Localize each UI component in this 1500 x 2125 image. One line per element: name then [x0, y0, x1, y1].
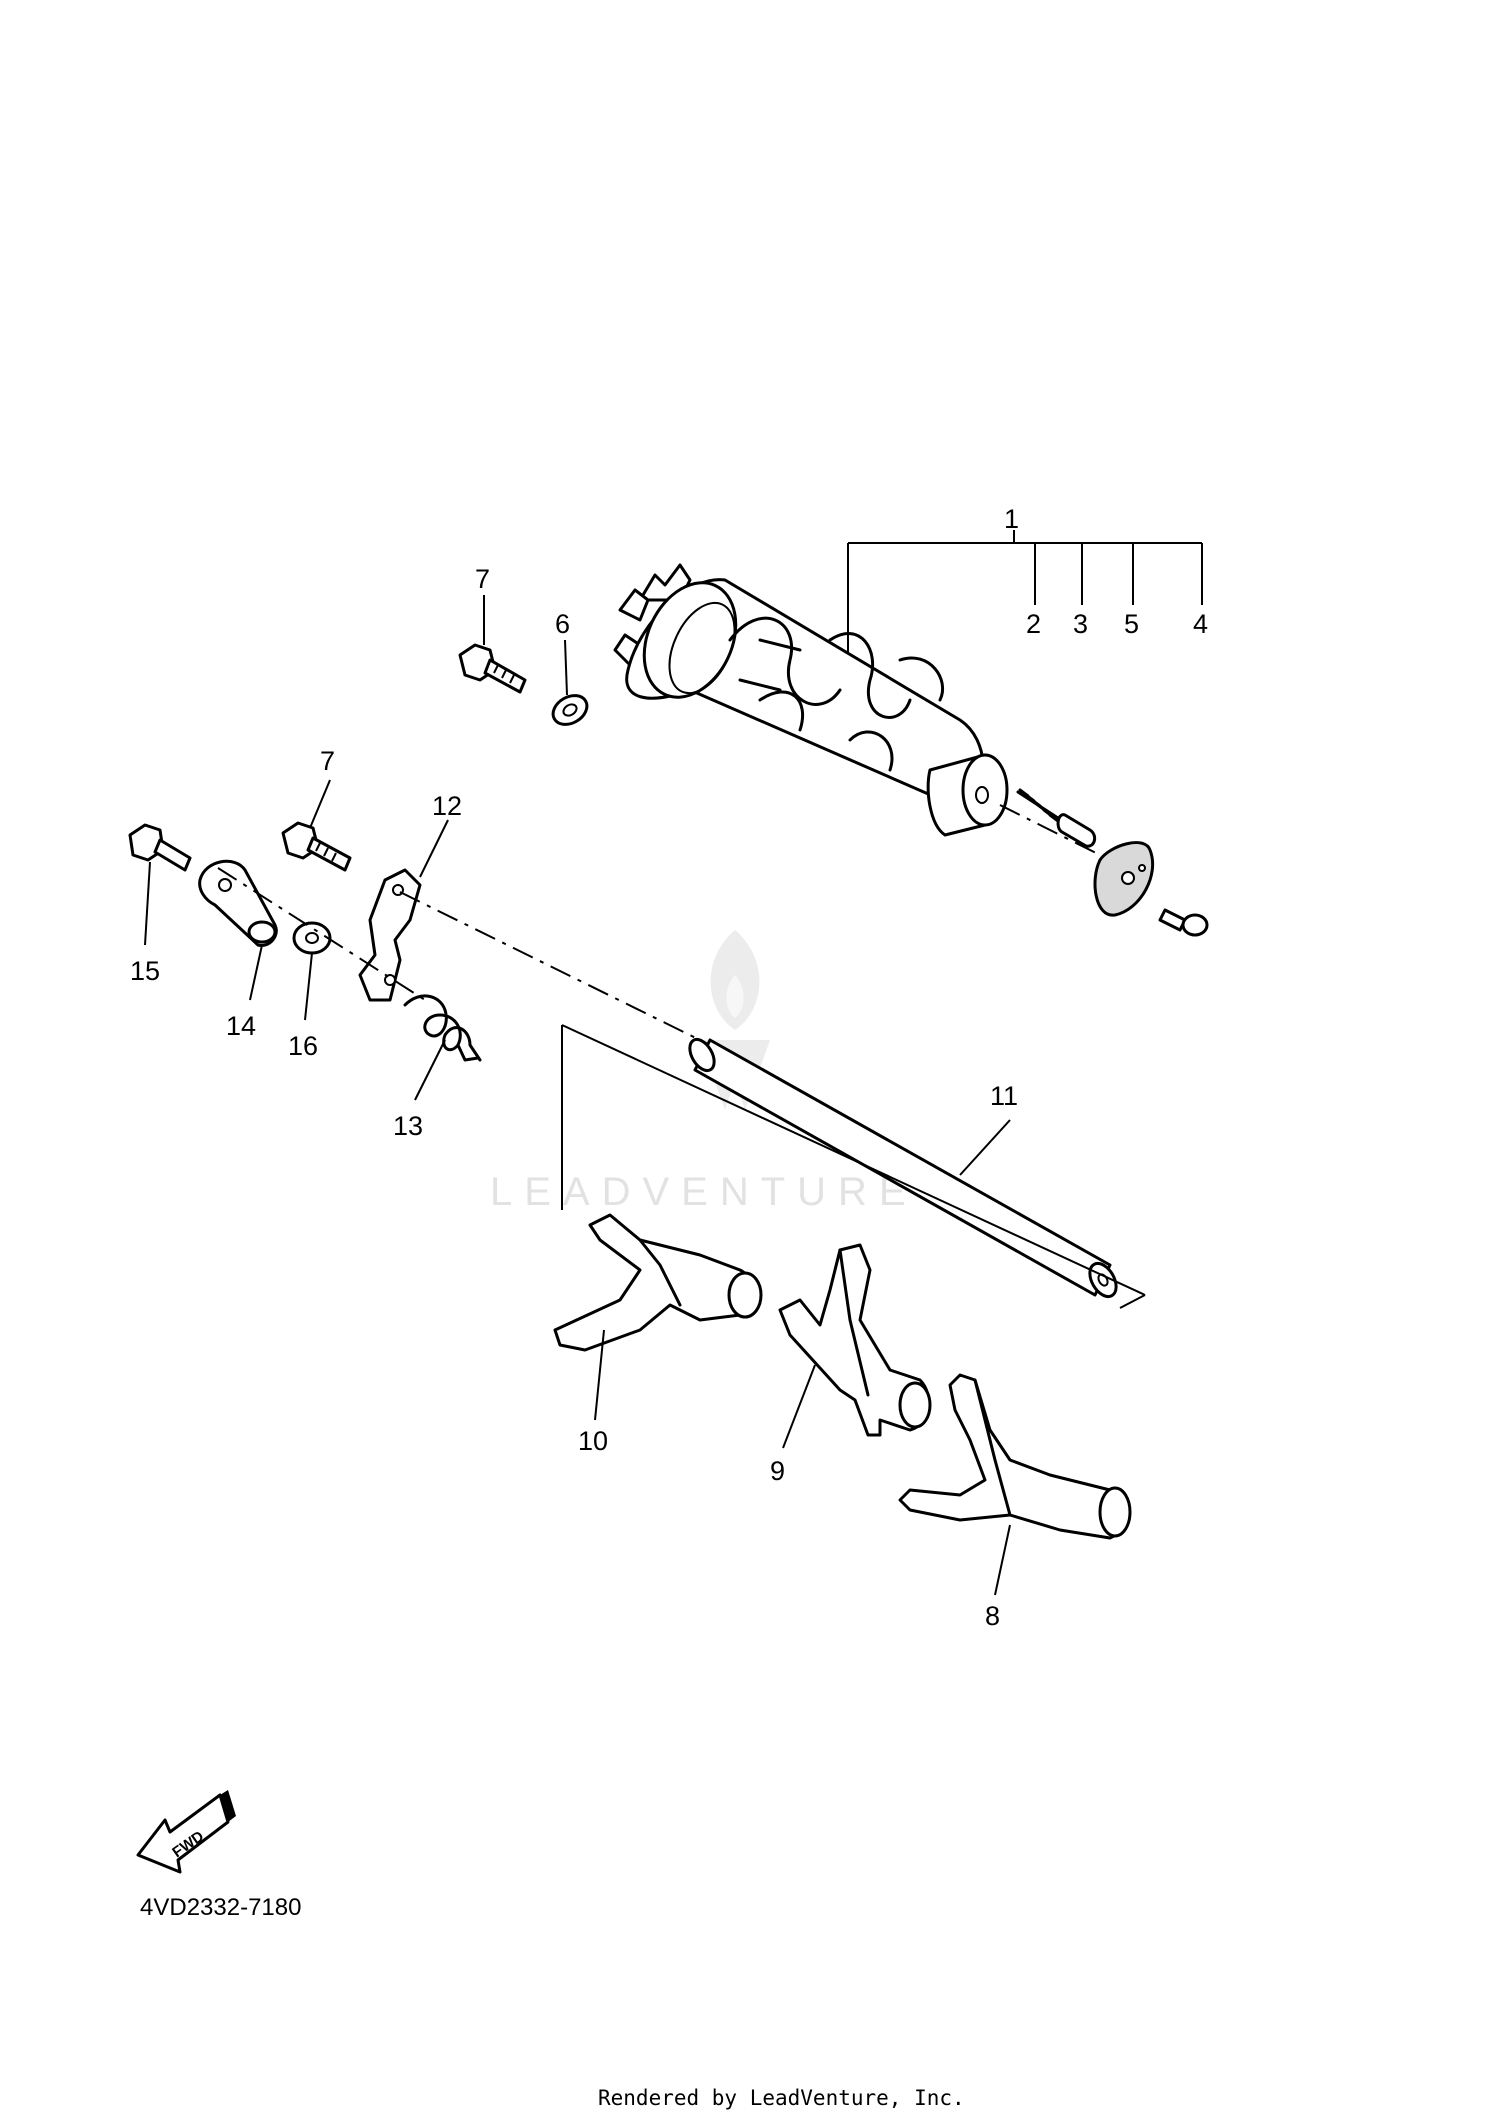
fwd-arrow-icon: FWD: [136, 1790, 236, 1874]
fork-group-bracket: [561, 1024, 1146, 1309]
callout-4: 4: [1193, 609, 1208, 639]
shift-fork-8: [898, 1373, 1132, 1540]
leader-lines: [144, 595, 1011, 1596]
callout-2: 2: [1026, 609, 1041, 639]
footer-credit: Rendered by LeadVenture, Inc.: [598, 2086, 965, 2110]
callout-13: 13: [393, 1111, 423, 1141]
callout-7-upper: 7: [475, 564, 490, 594]
callout-12: 12: [432, 791, 462, 821]
callout-16: 16: [288, 1031, 318, 1061]
shift-fork-10: [553, 1213, 763, 1352]
small-spring: [1016, 788, 1060, 823]
bolt-lower: [281, 821, 352, 872]
callout-10: 10: [578, 1426, 608, 1456]
callout-1: 1: [1004, 504, 1019, 534]
callout-6: 6: [555, 609, 570, 639]
segment-plate: [1093, 841, 1155, 917]
callout-8: 8: [985, 1601, 1000, 1631]
washer-upper: [551, 694, 589, 726]
callout-5: 5: [1124, 609, 1139, 639]
diagram-code: 4VD2332-7180: [140, 1894, 301, 1921]
bolt-left: [128, 823, 192, 872]
pin: [1056, 813, 1097, 848]
callout-7-lower: 7: [320, 746, 335, 776]
callout-11: 11: [990, 1081, 1018, 1111]
callout-9: 9: [770, 1456, 785, 1486]
leadventure-watermark: LEADVENTURE: [490, 930, 918, 1214]
torsion-spring: [403, 994, 482, 1062]
segment-bracket: [358, 868, 422, 1002]
shift-drum: [613, 563, 1009, 837]
shift-fork-9: [778, 1243, 932, 1437]
screw: [1158, 908, 1209, 937]
watermark-text: LEADVENTURE: [490, 1170, 918, 1214]
washer-lower: [292, 921, 332, 955]
callout-1-bracket: [847, 530, 1203, 660]
callout-14: 14: [226, 1011, 256, 1041]
shift-fork-shaft: [688, 1037, 1118, 1299]
stopper-lever: [198, 859, 278, 947]
callout-3: 3: [1073, 609, 1088, 639]
bolt-upper: [458, 643, 527, 694]
callout-15: 15: [130, 956, 160, 986]
